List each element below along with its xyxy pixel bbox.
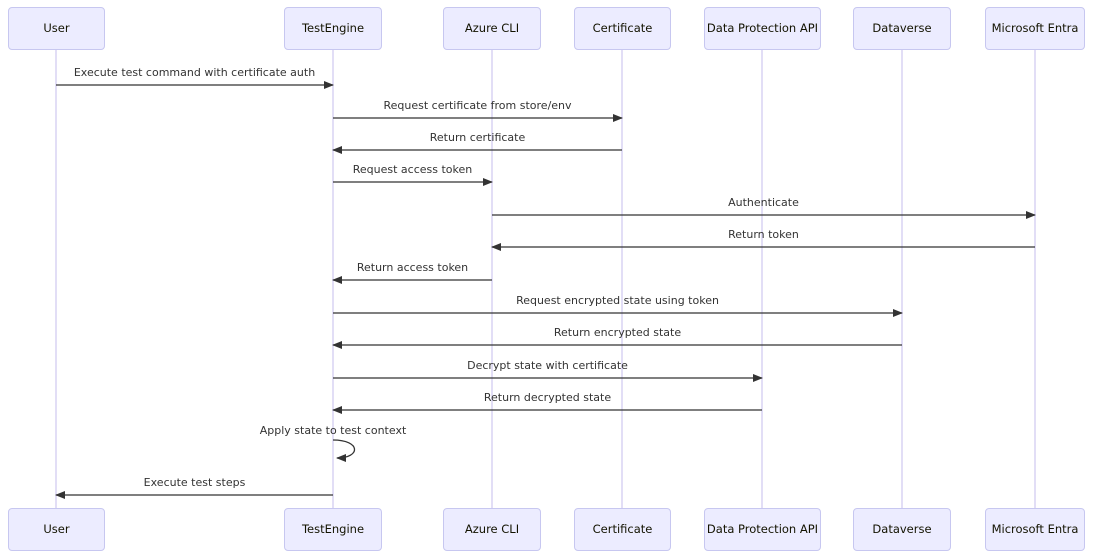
participant-entra-bottom: Microsoft Entra [985, 508, 1085, 551]
participant-engine-bottom: TestEngine [284, 508, 382, 551]
participant-dvs-top: Dataverse [853, 7, 951, 50]
participant-label: Certificate [592, 21, 653, 36]
participant-label: Certificate [592, 522, 653, 537]
participant-dpapi-top: Data Protection API [704, 7, 821, 50]
participant-label: Azure CLI [464, 21, 520, 36]
self-message-arc-0 [332, 439, 356, 462]
participant-label: TestEngine [301, 21, 365, 36]
participant-cert-bottom: Certificate [574, 508, 671, 551]
self-message-label-0: Apply state to test context [259, 424, 407, 437]
participant-azcli-top: Azure CLI [443, 7, 541, 50]
participant-label: Data Protection API [706, 522, 819, 537]
message-label-0: Execute test command with certificate au… [73, 66, 316, 79]
message-label-3: Request access token [352, 163, 473, 176]
participant-dpapi-bottom: Data Protection API [704, 508, 821, 551]
message-label-6: Return access token [356, 261, 469, 274]
message-label-10: Return decrypted state [483, 391, 612, 404]
message-arrows-group [55, 81, 1036, 499]
participant-user-bottom: User [8, 508, 105, 551]
participant-cert-top: Certificate [574, 7, 671, 50]
participant-dvs-bottom: Dataverse [853, 508, 951, 551]
participant-label: User [43, 21, 70, 36]
participant-label: Microsoft Entra [991, 21, 1079, 36]
participant-label: Azure CLI [464, 522, 520, 537]
participant-user-top: User [8, 7, 105, 50]
message-label-9: Decrypt state with certificate [467, 359, 628, 372]
message-label-1: Request certificate from store/env [383, 99, 572, 112]
message-label-8: Return encrypted state [553, 326, 682, 339]
message-label-7: Request encrypted state using token [516, 294, 719, 307]
participant-azcli-bottom: Azure CLI [443, 508, 541, 551]
participant-label: Dataverse [872, 21, 932, 36]
participant-label: Data Protection API [706, 21, 819, 36]
message-label-11: Execute test steps [143, 476, 246, 489]
message-label-5: Return token [728, 228, 799, 241]
participant-engine-top: TestEngine [284, 7, 382, 50]
participant-label: Microsoft Entra [991, 522, 1079, 537]
lifelines-group [55, 50, 1036, 508]
participant-label: TestEngine [301, 522, 365, 537]
participant-entra-top: Microsoft Entra [985, 7, 1085, 50]
message-label-4: Authenticate [728, 196, 799, 209]
participant-label: User [43, 522, 70, 537]
participant-label: Dataverse [872, 522, 932, 537]
message-label-2: Return certificate [429, 131, 526, 144]
